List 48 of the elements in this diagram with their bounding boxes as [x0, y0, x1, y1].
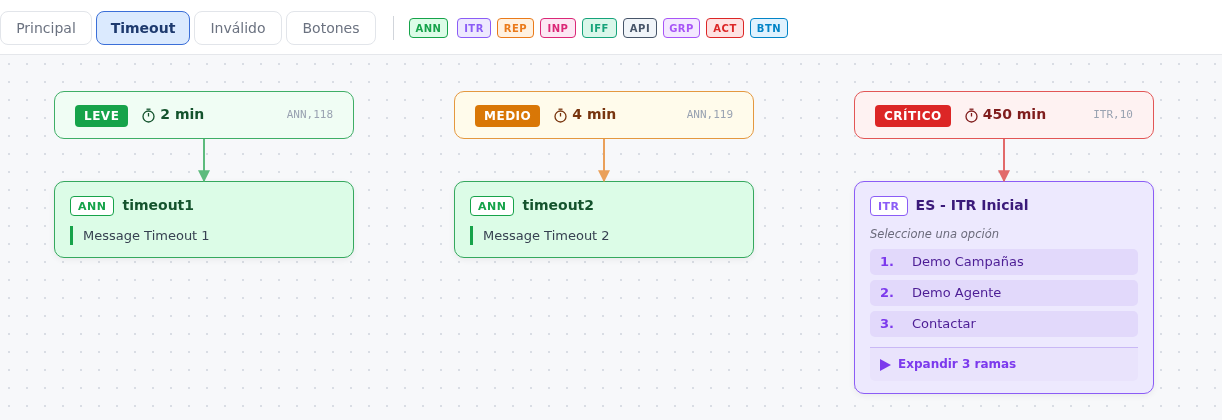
message-text: Message Timeout 2	[470, 226, 610, 245]
node-type-chip: ANN	[470, 196, 515, 216]
option-number: 1.	[880, 254, 894, 269]
expand-text: Expandir 3 ramas	[898, 357, 1017, 371]
tab-button: Inválido	[194, 11, 282, 45]
option-text: Contactar	[912, 316, 976, 331]
arrow	[198, 138, 210, 183]
option-text: Demo Campañas	[912, 254, 1024, 269]
option-text: Demo Agente	[912, 285, 1002, 300]
severity-badge: MEDIO	[475, 105, 541, 127]
option-number: 2.	[880, 285, 894, 300]
expand-row	[870, 347, 1138, 381]
node-type-chip: ACT	[706, 18, 744, 38]
message-text: Message Timeout 1	[70, 226, 210, 245]
arrow	[598, 138, 610, 183]
node-title: timeout2	[522, 197, 595, 213]
node-reference: ANN,118	[286, 108, 333, 121]
tab-button: Principal	[0, 11, 92, 45]
node-reference: ANN,119	[686, 108, 733, 121]
tab-button: Timeout	[96, 11, 190, 45]
node-title: ES - ITR Inicial	[915, 197, 1029, 213]
node-type-chip: ITR	[870, 196, 908, 216]
duration-text: 450 min	[982, 106, 1047, 122]
prompt-text: Seleccione una opción	[870, 227, 999, 241]
severity-badge: CRÍTICO	[875, 105, 951, 127]
node-type-chip: ANN	[70, 196, 115, 216]
node-type-chip: ITR	[457, 18, 491, 38]
severity-badge: LEVE	[75, 105, 129, 127]
node-type-chip: GRP	[663, 18, 700, 38]
node-type-chip: INP	[540, 18, 576, 38]
message-card	[54, 181, 354, 258]
duration-text: 4 min	[572, 106, 617, 122]
timeout-card	[854, 91, 1154, 139]
node-title: timeout1	[122, 197, 195, 213]
message-card	[454, 181, 754, 258]
duration-text: 2 min	[160, 106, 205, 122]
arrow	[998, 138, 1010, 183]
node-reference: ITR,10	[1093, 108, 1133, 121]
node-type-chip: API	[623, 18, 657, 38]
timeout-card	[54, 91, 354, 139]
node-type-chip: BTN	[750, 18, 788, 38]
timeout-card	[454, 91, 754, 139]
option-number: 3.	[880, 316, 894, 331]
node-type-chip: IFF	[582, 18, 617, 38]
message-card	[854, 181, 1154, 394]
node-type-chip: REP	[497, 18, 534, 38]
node-type-chip: ANN	[409, 18, 448, 38]
tab-button: Botones	[286, 11, 376, 45]
